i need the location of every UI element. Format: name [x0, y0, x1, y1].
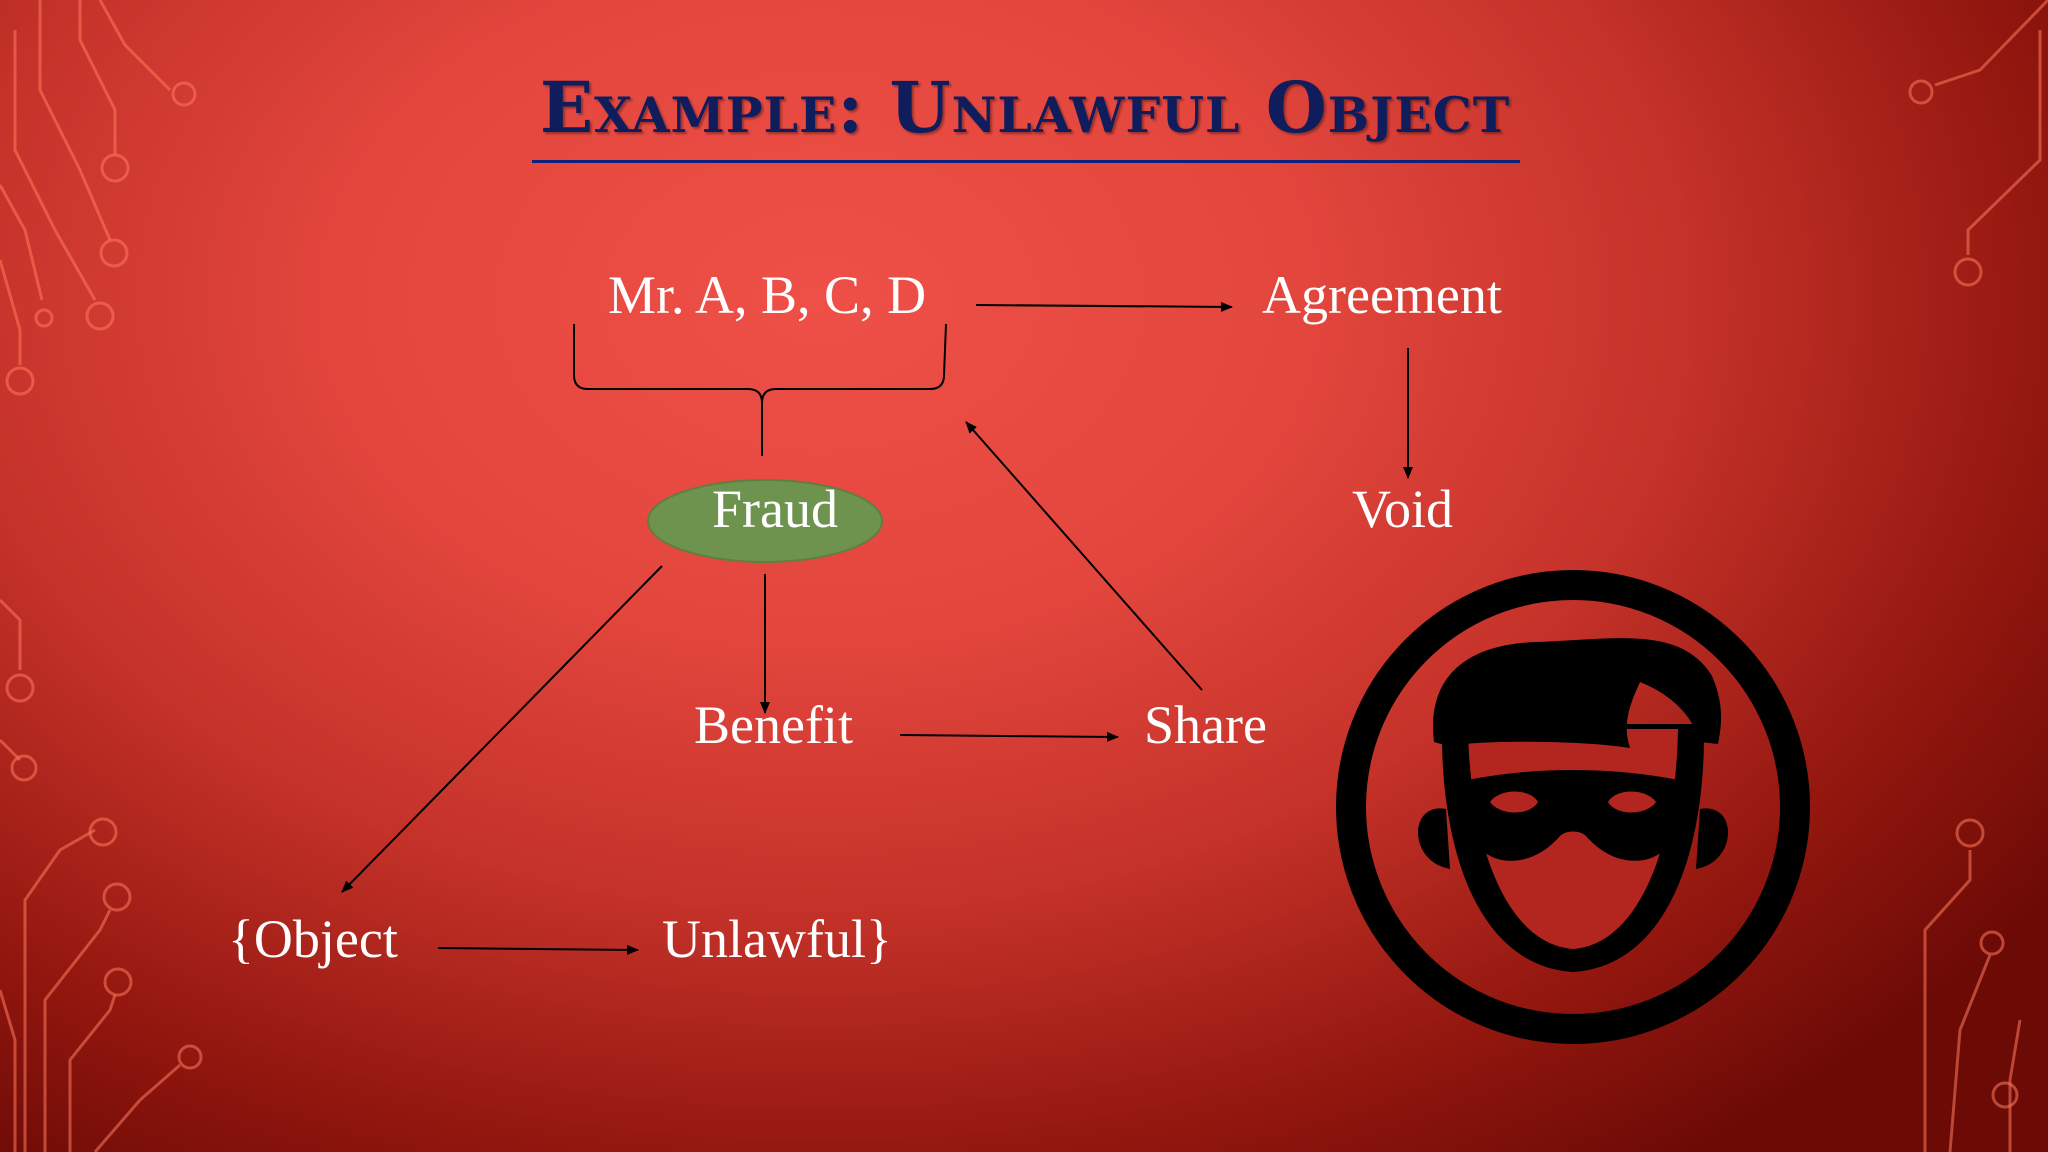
- arrow-benefit-to-share: [899, 731, 1119, 742]
- arrow-fraud-to-object: [341, 565, 663, 893]
- node-agreement: Agreement: [1262, 265, 1502, 325]
- arrow-object-to-unlawful: [437, 944, 639, 955]
- node-object: {Object: [228, 909, 398, 969]
- masked-thief-icon: [1336, 570, 1810, 1044]
- title-underline: [532, 160, 1520, 163]
- node-fraud: Fraud: [712, 479, 838, 539]
- node-share: Share: [1144, 695, 1267, 755]
- node-unlawful: Unlawful}: [662, 909, 892, 969]
- brace-parties-to-fraud: [573, 323, 947, 456]
- node-void: Void: [1352, 479, 1454, 539]
- arrow-parties-to-agreement: [975, 301, 1233, 312]
- fraud-ellipse: [647, 479, 883, 563]
- arrow-share-to-parties: [965, 421, 1203, 691]
- slide-title: Example: Unlawful Object: [539, 66, 1511, 149]
- node-benefit: Benefit: [694, 695, 853, 755]
- node-parties: Mr. A, B, C, D: [608, 265, 927, 325]
